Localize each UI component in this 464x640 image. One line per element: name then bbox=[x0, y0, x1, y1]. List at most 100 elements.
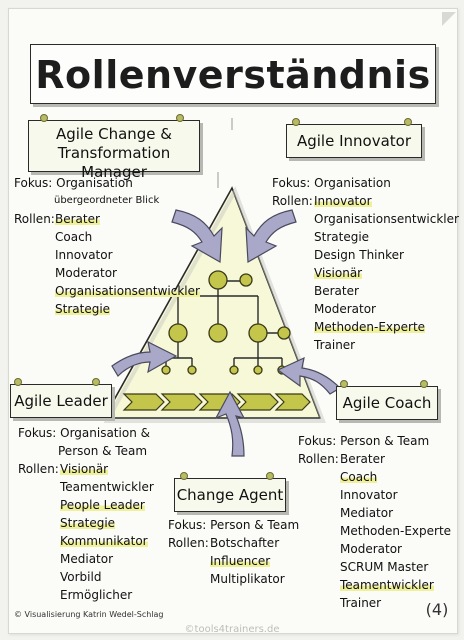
role-item: Berater bbox=[55, 212, 100, 226]
pin-icon bbox=[14, 378, 22, 386]
arrows bbox=[111, 209, 341, 457]
fokus-label: Fokus: bbox=[18, 426, 57, 440]
org-node-top bbox=[208, 270, 228, 290]
arrow-right bbox=[276, 356, 341, 395]
role-item: Visionär bbox=[314, 266, 363, 280]
arrow-top-left bbox=[171, 209, 223, 264]
fokus-label: Fokus: bbox=[272, 176, 311, 190]
change-manager-rollen-list: Berater Coach Innovator Moderator Organi… bbox=[55, 210, 200, 318]
change-agent-rollen-list: Botschafter Influencer Multiplikator bbox=[210, 534, 285, 588]
pin-icon bbox=[266, 472, 274, 480]
role-item: Innovator bbox=[55, 248, 113, 262]
fokus-value: Organisation bbox=[314, 176, 391, 190]
role-title: Agile Coach bbox=[342, 394, 432, 412]
decorative-lines bbox=[217, 118, 233, 188]
pin-icon bbox=[176, 114, 184, 122]
change-agent-fokus: Fokus: Person & Team bbox=[168, 516, 299, 534]
role-item: Organisationsentwickler bbox=[55, 284, 200, 298]
role-item: Strategie bbox=[60, 516, 116, 530]
innovator-rollen-list: Innovator Organisationsentwickler Strate… bbox=[314, 192, 459, 354]
role-item: Organisationsentwickler bbox=[314, 212, 459, 226]
arrow-bottom bbox=[214, 390, 246, 457]
role-item: Berater bbox=[314, 284, 359, 298]
role-item: Mediator bbox=[340, 506, 394, 520]
role-title: Agile Leader bbox=[14, 392, 108, 410]
role-item: Teamentwickler bbox=[340, 578, 434, 592]
role-item: Influencer bbox=[210, 554, 271, 568]
org-node-leaf bbox=[161, 365, 171, 375]
role-item: Ermöglicher bbox=[60, 588, 133, 602]
arrow-top-right bbox=[245, 209, 297, 264]
org-node-center bbox=[208, 323, 228, 343]
role-item: People Leader bbox=[60, 498, 145, 512]
org-node-right bbox=[248, 323, 268, 343]
role-item: Coach bbox=[55, 230, 93, 244]
role-title-line2: Transformation Manager bbox=[57, 144, 171, 181]
role-item: Methoden-Experte bbox=[314, 320, 426, 334]
role-item: SCRUM Master bbox=[340, 560, 429, 574]
role-box-coach: Agile Coach bbox=[336, 386, 438, 420]
role-item: Teamentwickler bbox=[60, 480, 154, 494]
org-node-right-assist bbox=[277, 326, 291, 340]
role-item: Innovator bbox=[340, 488, 398, 502]
page-title: Rollenverständnis bbox=[35, 53, 431, 97]
change-agent-rollen-label: Rollen: bbox=[168, 536, 209, 550]
change-manager-fokus: Fokus: Organisation bbox=[14, 174, 133, 192]
role-item: Coach bbox=[340, 470, 378, 484]
role-item: Mediator bbox=[60, 552, 114, 566]
role-item: Moderator bbox=[314, 302, 376, 316]
fokus-value: Person & Team bbox=[340, 434, 430, 448]
role-item: Moderator bbox=[340, 542, 402, 556]
role-item: Trainer bbox=[340, 596, 382, 610]
fokus-value: Organisation bbox=[56, 176, 133, 190]
pin-icon bbox=[420, 380, 428, 388]
role-item: Methoden-Experte bbox=[340, 524, 452, 538]
role-box-leader: Agile Leader bbox=[10, 384, 112, 418]
coach-fokus: Fokus: Person & Team bbox=[298, 432, 429, 450]
coach-rollen-label: Rollen: bbox=[298, 452, 339, 466]
pin-icon bbox=[292, 118, 300, 126]
footer-credit: © Visualisierung Katrin Wedel-Schlag bbox=[14, 610, 164, 619]
role-title: Agile Innovator bbox=[296, 132, 412, 150]
change-manager-rollen-label: Rollen: bbox=[14, 212, 55, 226]
leader-fokus: Fokus: Organisation & bbox=[18, 424, 150, 442]
pin-icon bbox=[92, 378, 100, 386]
org-chart-nodes bbox=[161, 270, 291, 375]
fokus-label: Fokus: bbox=[14, 176, 53, 190]
role-box-change-manager: Agile Change & Transformation Manager bbox=[28, 120, 200, 181]
arrow-left bbox=[111, 340, 178, 377]
role-title: Change Agent bbox=[176, 486, 284, 504]
role-item: Multiplikator bbox=[210, 572, 285, 586]
role-item: Strategie bbox=[55, 302, 111, 316]
footer-watermark: ©tools4trainers.de bbox=[184, 624, 280, 635]
innovator-fokus: Fokus: Organisation bbox=[272, 174, 391, 192]
role-item: Kommunikator bbox=[60, 534, 148, 548]
role-title-line1: Agile Change & bbox=[55, 125, 172, 143]
pin-icon bbox=[340, 380, 348, 388]
leader-fokus-line2: Person & Team bbox=[58, 444, 148, 458]
fokus-value: Person & Team bbox=[210, 518, 300, 532]
page-number: (4) bbox=[425, 600, 449, 619]
leader-rollen-label: Rollen: bbox=[18, 462, 59, 476]
pin-icon bbox=[180, 472, 188, 480]
fokus-label: Fokus: bbox=[298, 434, 337, 448]
pyramid-shadow bbox=[103, 186, 326, 423]
role-item: Trainer bbox=[314, 338, 356, 352]
role-item: Berater bbox=[340, 452, 385, 466]
role-item: Innovator bbox=[314, 194, 372, 208]
role-item: Botschafter bbox=[210, 536, 280, 550]
org-node-leaf bbox=[187, 365, 197, 375]
role-item: Moderator bbox=[55, 266, 117, 280]
org-node-leaf bbox=[253, 365, 263, 375]
page-corner-fold bbox=[442, 12, 456, 26]
coach-rollen-list: Berater Coach Innovator Mediator Methode… bbox=[340, 450, 451, 612]
org-node-leaf bbox=[229, 365, 239, 375]
page-number-value: 4 bbox=[431, 600, 443, 619]
pin-icon bbox=[404, 118, 412, 126]
org-node-left bbox=[168, 323, 188, 343]
role-item: Visionär bbox=[60, 462, 109, 476]
innovator-rollen-label: Rollen: bbox=[272, 194, 313, 208]
role-item: Design Thinker bbox=[314, 248, 404, 262]
role-box-innovator: Agile Innovator bbox=[286, 124, 422, 158]
role-item: Vorbild bbox=[60, 570, 102, 584]
